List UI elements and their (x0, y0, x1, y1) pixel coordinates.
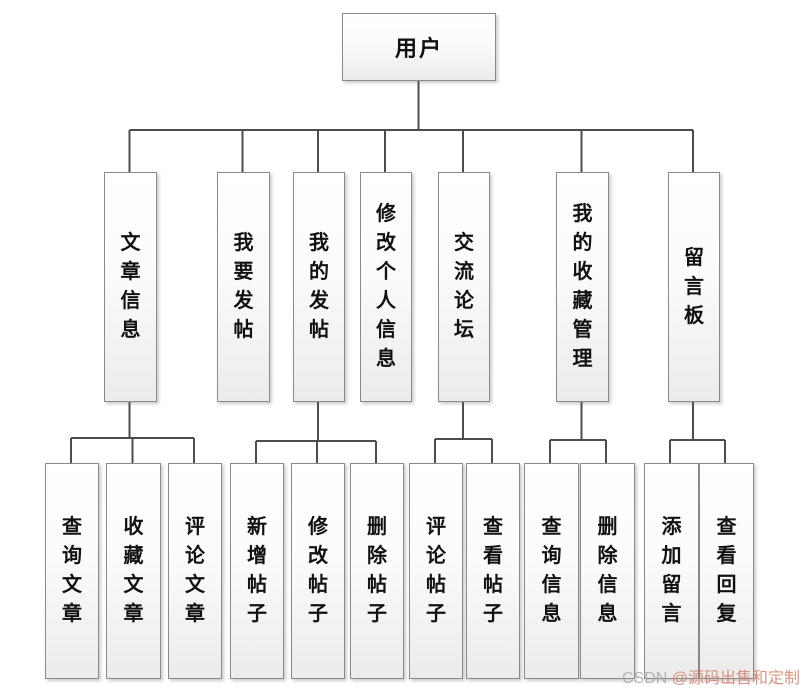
node-edit-post: 修改帖子 (291, 463, 345, 679)
node-comment-article-label: 评论文章 (185, 516, 205, 625)
node-my-posts: 我的发帖 (293, 172, 345, 402)
node-view-post-label: 查看帖子 (483, 516, 503, 625)
node-edit-post-label: 修改帖子 (308, 516, 328, 625)
node-my-posts-label: 我的发帖 (309, 232, 329, 341)
connector-my-posts-children (255, 400, 377, 463)
node-i-want-to-post-label: 我要发帖 (233, 232, 254, 341)
node-add-post: 新增帖子 (230, 463, 284, 679)
watermark-handle: @源码出售和定制 (671, 670, 800, 687)
node-message-board-label: 留言板 (684, 246, 704, 327)
node-forum-label: 交流论坛 (454, 232, 474, 341)
connector-message-board-children (669, 400, 726, 463)
node-add-post-label: 新增帖子 (247, 516, 267, 625)
node-query-info-label: 查询信息 (541, 516, 562, 625)
connector-article-info-children (70, 400, 195, 463)
node-delete-post-label: 删除帖子 (367, 516, 387, 625)
node-i-want-to-post: 我要发帖 (217, 172, 270, 402)
node-view-reply-label: 查看回复 (716, 516, 737, 625)
node-query-info: 查询信息 (524, 463, 579, 679)
node-comment-post-label: 评论帖子 (426, 516, 446, 625)
node-view-post: 查看帖子 (466, 463, 520, 679)
node-query-article-label: 查询文章 (62, 516, 82, 625)
watermark-brand: CSDN (621, 670, 672, 687)
node-edit-profile: 修改个人信息 (360, 172, 412, 402)
node-user-label: 用户 (394, 36, 443, 61)
node-delete-info: 删除信息 (580, 463, 635, 679)
connector-favorites-children (549, 400, 607, 463)
watermark: CSDN @源码出售和定制 (622, 664, 800, 688)
node-edit-profile-label: 修改个人信息 (376, 203, 396, 370)
node-favorite-article-label: 收藏文章 (123, 516, 144, 625)
node-message-board: 留言板 (668, 172, 720, 402)
node-add-message-label: 添加留言 (661, 516, 682, 625)
connector-root-drop (128, 80, 694, 172)
node-delete-info-label: 删除信息 (597, 516, 618, 625)
node-favorites-management: 我的收藏管理 (556, 172, 609, 402)
connector-forum-children (434, 400, 493, 463)
node-query-article: 查询文章 (45, 463, 99, 679)
node-user: 用户 (342, 13, 496, 81)
node-favorites-management-label: 我的收藏管理 (572, 203, 593, 370)
node-comment-post: 评论帖子 (409, 463, 463, 679)
node-add-message: 添加留言 (644, 463, 699, 679)
node-article-info-label: 文章信息 (120, 232, 141, 341)
node-comment-article: 评论文章 (168, 463, 222, 679)
node-delete-post: 删除帖子 (350, 463, 404, 679)
node-view-reply: 查看回复 (699, 463, 754, 679)
node-forum: 交流论坛 (438, 172, 490, 402)
node-article-info: 文章信息 (104, 172, 157, 402)
node-favorite-article: 收藏文章 (106, 463, 161, 679)
